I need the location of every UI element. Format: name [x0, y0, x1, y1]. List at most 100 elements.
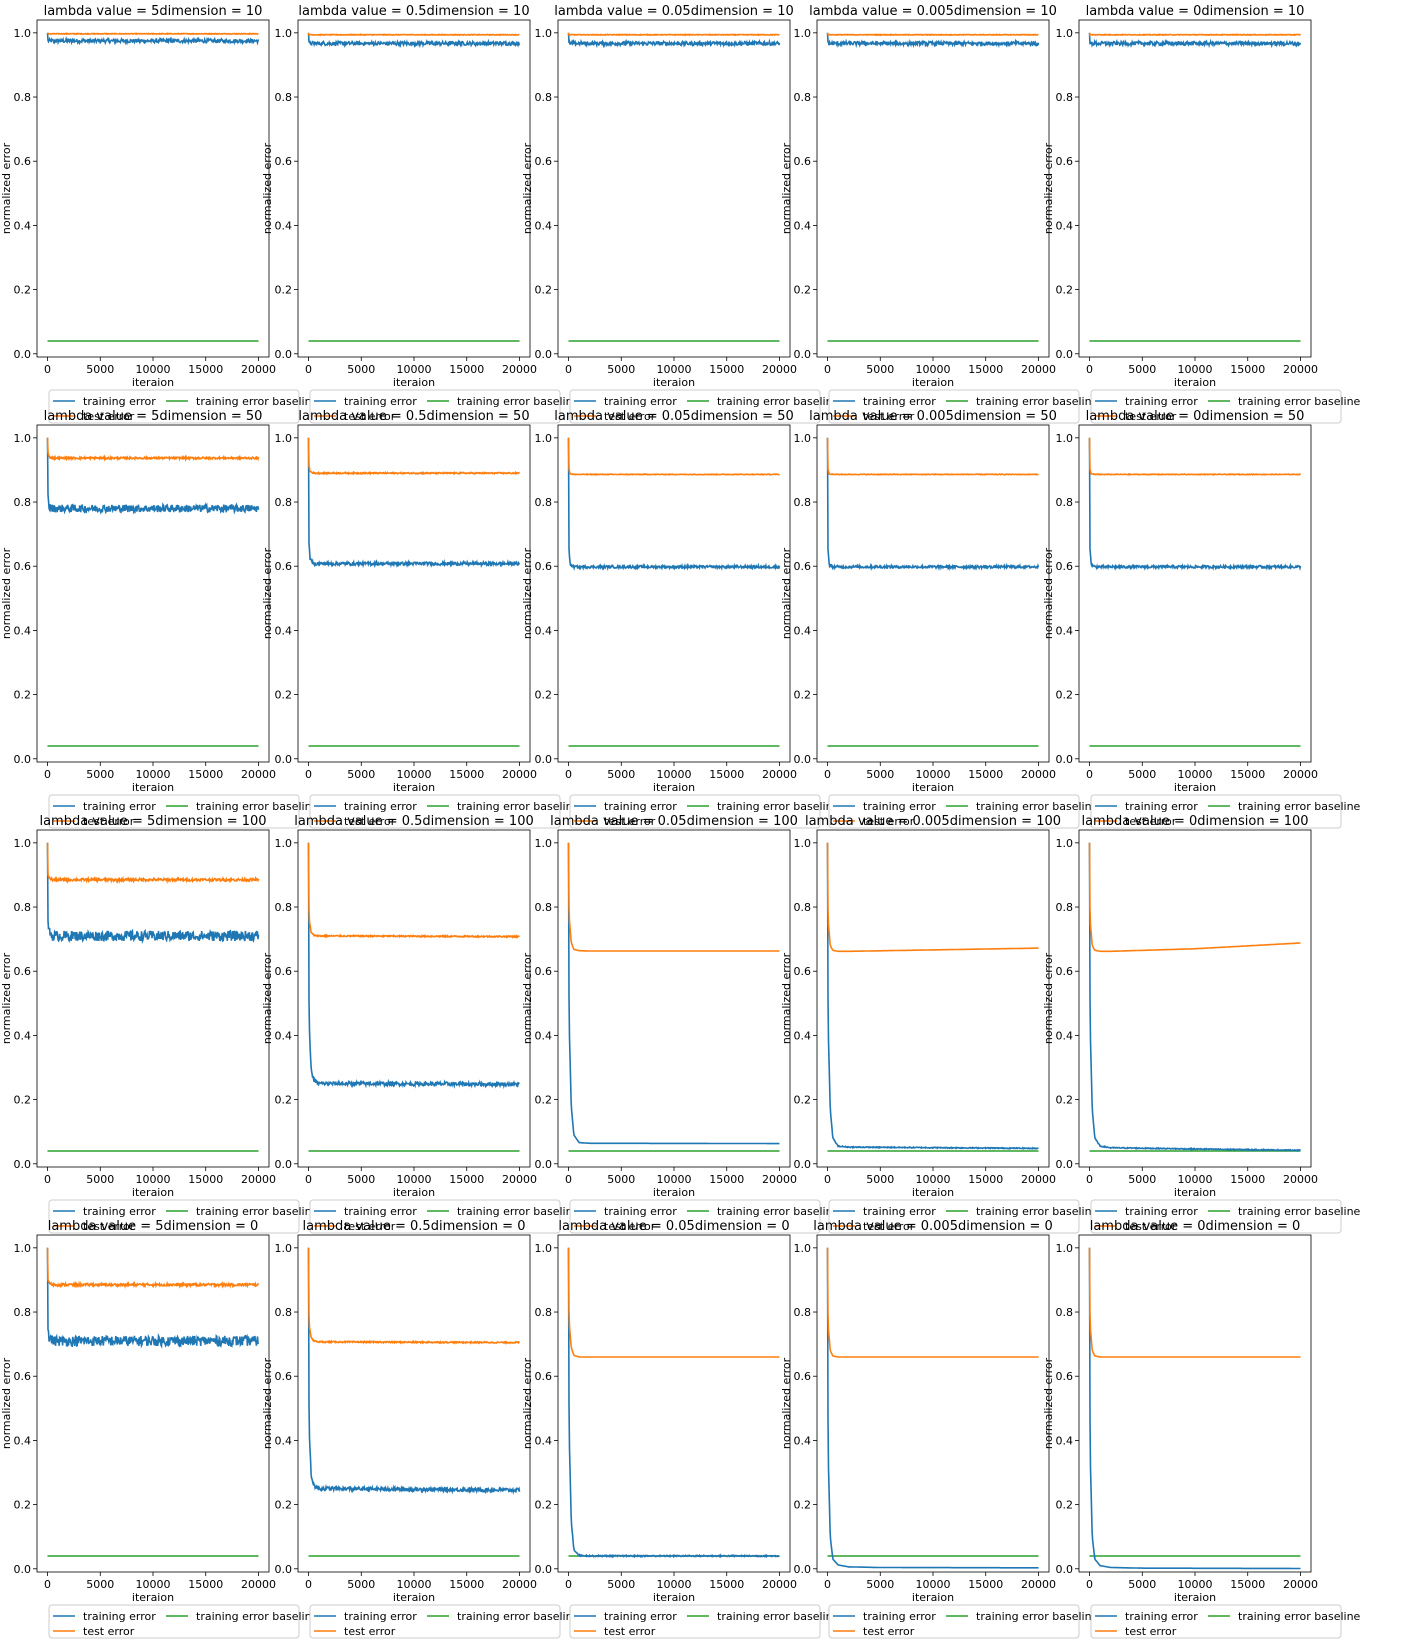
x-tick-label: 20000: [762, 363, 797, 376]
legend-box: [569, 794, 821, 829]
x-tick-label: 10000: [1178, 363, 1213, 376]
y-tick-label: 0.4: [275, 1029, 293, 1042]
training-error-baseline-legend-label: training error baseline: [976, 800, 1099, 813]
y-tick-label: 0.8: [14, 1306, 32, 1319]
y-tick-label: 0.6: [275, 965, 293, 978]
subplot-title: lambda value = 5dimension = 50: [44, 409, 263, 424]
y-tick-label: 0.6: [14, 965, 32, 978]
training-error-line: [1088, 437, 1302, 571]
y-tick-label: 0.0: [1056, 1563, 1074, 1576]
x-tick-label: 20000: [762, 1173, 797, 1186]
training-error-legend-label: training error: [863, 800, 936, 813]
legend-box: [828, 389, 1080, 424]
legend-box: [309, 1604, 561, 1639]
training-error-baseline-legend-label: training error baseline: [717, 395, 840, 408]
x-axis-label: iteraion: [653, 1591, 695, 1604]
y-tick-label: 0.6: [794, 155, 812, 168]
axes-frame: [297, 424, 531, 763]
y-tick-label: 0.2: [794, 1094, 812, 1107]
training-error-line: [567, 842, 780, 1145]
y-axis-label: normalized error: [521, 142, 534, 234]
axes-frame: [816, 1234, 1050, 1573]
training-error-line: [307, 842, 520, 1090]
y-axis-label: normalized error: [521, 1357, 534, 1449]
training-error-legend-label: training error: [344, 800, 417, 813]
y-tick-label: 0.8: [1056, 1306, 1074, 1319]
test-error-legend-label: test error: [604, 815, 656, 828]
y-tick-label: 0.2: [1056, 1094, 1074, 1107]
y-tick-label: 0.2: [275, 689, 293, 702]
y-tick-label: 0.4: [14, 1029, 32, 1042]
x-axis-label: iteraion: [393, 1186, 435, 1199]
y-tick-label: 0.0: [794, 753, 812, 766]
x-axis-label: iteraion: [912, 1591, 954, 1604]
x-tick-label: 5000: [1128, 363, 1156, 376]
y-tick-label: 0.4: [275, 219, 293, 232]
x-tick-label: 15000: [188, 1173, 223, 1186]
training-error-legend-label: training error: [863, 395, 936, 408]
x-tick-label: 15000: [968, 363, 1003, 376]
x-tick-label: 10000: [657, 363, 692, 376]
x-tick-label: 5000: [86, 1173, 114, 1186]
training-error-legend-label: training error: [1125, 1205, 1198, 1218]
y-tick-label: 0.6: [1056, 155, 1074, 168]
x-tick-label: 10000: [397, 768, 432, 781]
y-tick-label: 0.0: [1056, 753, 1074, 766]
test-error-legend-label: test error: [863, 410, 915, 423]
subplot-title: lambda value = 0.5dimension = 100: [294, 814, 534, 829]
x-tick-label: 10000: [657, 1578, 692, 1591]
training-error-baseline-legend-label: training error baseline: [1238, 800, 1361, 813]
x-tick-label: 15000: [968, 1578, 1003, 1591]
training-error-baseline-legend-label: training error baseline: [976, 395, 1099, 408]
y-tick-label: 0.8: [794, 1306, 812, 1319]
training-error-line: [46, 32, 260, 46]
test-error-line: [1088, 842, 1301, 953]
x-axis-label: iteraion: [132, 1186, 174, 1199]
y-tick-label: 1.0: [275, 1242, 293, 1255]
x-tick-label: 5000: [1128, 1578, 1156, 1591]
x-tick-label: 15000: [449, 768, 484, 781]
axes-frame: [297, 829, 531, 1168]
x-tick-label: 5000: [347, 363, 375, 376]
y-tick-label: 1.0: [794, 1242, 812, 1255]
x-tick-label: 20000: [1283, 1173, 1318, 1186]
y-axis-label: normalized error: [521, 547, 534, 639]
x-tick-label: 15000: [188, 1578, 223, 1591]
x-tick-label: 0: [1086, 768, 1093, 781]
y-tick-label: 0.0: [275, 1158, 293, 1171]
y-tick-label: 0.8: [1056, 901, 1074, 914]
x-tick-label: 0: [824, 1173, 831, 1186]
y-tick-label: 0.4: [275, 624, 293, 637]
x-tick-label: 20000: [762, 768, 797, 781]
x-tick-label: 20000: [1283, 1578, 1318, 1591]
y-tick-label: 0.6: [1056, 560, 1074, 573]
x-tick-label: 20000: [241, 768, 276, 781]
y-tick-label: 0.8: [14, 496, 32, 509]
y-axis-label: normalized error: [1042, 1357, 1055, 1449]
legend-box: [309, 794, 561, 829]
x-tick-label: 0: [1086, 363, 1093, 376]
y-axis-label: normalized error: [261, 1357, 274, 1449]
y-tick-label: 0.2: [794, 1499, 812, 1512]
y-tick-label: 1.0: [1056, 837, 1074, 850]
x-tick-label: 5000: [1128, 768, 1156, 781]
y-tick-label: 1.0: [275, 837, 293, 850]
y-tick-label: 0.6: [14, 560, 32, 573]
y-tick-label: 0.4: [1056, 624, 1074, 637]
x-tick-label: 0: [824, 1578, 831, 1591]
test-error-line: [826, 842, 1039, 953]
y-tick-label: 0.8: [535, 91, 553, 104]
test-error-line: [567, 32, 780, 37]
x-tick-label: 0: [824, 768, 831, 781]
y-tick-label: 0.0: [535, 1563, 553, 1576]
y-tick-label: 0.8: [275, 496, 293, 509]
test-error-legend-label: test error: [863, 1625, 915, 1638]
x-tick-label: 15000: [449, 1173, 484, 1186]
training-error-baseline-legend-label: training error baseline: [976, 1610, 1099, 1623]
